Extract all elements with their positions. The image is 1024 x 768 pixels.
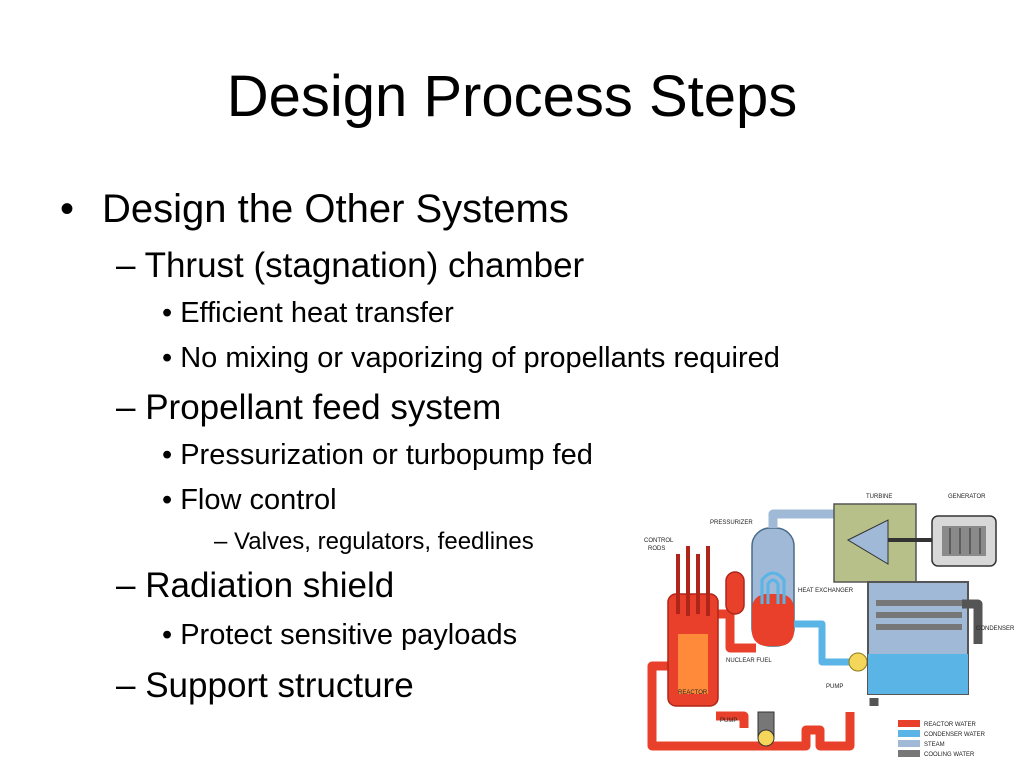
legend-label-condenser-water: CONDENSER WATER: [924, 732, 986, 738]
heat-exchanger: [751, 527, 795, 647]
bullet-design-other-systems: Design the Other Systems: [102, 187, 569, 231]
legend-swatch-steam: [898, 740, 920, 747]
sub-bullet-label: Thrust (stagnation) chamber: [144, 246, 585, 285]
bullet-level1: •: [60, 186, 74, 232]
bullet-dash: –: [116, 388, 136, 427]
label-pump-secondary: PUMP: [826, 684, 843, 690]
sub-bullet-radiation-shield: – Radiation shield: [116, 566, 394, 606]
cooling-water-line: [869, 599, 983, 706]
sub-sub-bullet-label: Flow control: [180, 484, 337, 516]
sub-sub-bullet-label: Pressurization or turbopump fed: [180, 439, 593, 471]
pressurizer: [725, 571, 745, 615]
legend-label-cooling-water: COOLING WATER: [924, 752, 975, 758]
label-control-rods-2: RODS: [648, 546, 665, 552]
label-generator: GENERATOR: [948, 494, 986, 500]
sub-bullet-thrust-chamber: – Thrust (stagnation) chamber: [116, 246, 584, 286]
turbine: [833, 503, 932, 583]
legend-label-reactor-water: REACTOR WATER: [924, 722, 977, 728]
sub-sub-bullet-label: No mixing or vaporizing of propellants r…: [180, 342, 780, 374]
nuclear-reactor-diagram: TURBINE GENERATOR PRESSURIZER CONTROL RO…: [644, 494, 1015, 758]
label-pressurizer: PRESSURIZER: [710, 520, 753, 526]
legend-swatch-reactor-water: [898, 720, 920, 727]
sub-bullet-label: Support structure: [145, 666, 414, 705]
bullet-dot: •: [162, 439, 173, 471]
primary-pump: [757, 711, 775, 747]
legend-swatch-condenser-water: [898, 730, 920, 737]
label-nuclear-fuel: NUCLEAR FUEL: [726, 658, 772, 664]
bullet-dot: •: [162, 342, 173, 374]
bullet-dot: •: [162, 297, 173, 329]
sub-bullet-label: Propellant feed system: [145, 388, 502, 427]
label-reactor: REACTOR: [678, 690, 708, 696]
reactor-vessel: [667, 546, 719, 707]
label-heat-exchanger: HEAT EXCHANGER: [798, 588, 854, 594]
secondary-pump: [848, 652, 868, 672]
sub-bullet-label: Radiation shield: [145, 566, 395, 605]
legend-swatch-cooling-water: [898, 750, 920, 757]
sub-bullet-feed-system: – Propellant feed system: [116, 388, 501, 428]
sub-sub-bullet-pressurization: • Pressurization or turbopump fed: [162, 438, 593, 472]
sub-sub-bullet-heat-transfer: • Efficient heat transfer: [162, 296, 454, 330]
diagram-legend: REACTOR WATER CONDENSER WATER STEAM COOL…: [898, 720, 986, 758]
generator: [931, 515, 997, 567]
bullet-dot: •: [162, 484, 173, 516]
bullet-dash: –: [116, 666, 136, 705]
sub-sub-bullet-flow-control: • Flow control: [162, 483, 337, 517]
level4-bullet-valves: – Valves, regulators, feedlines: [214, 528, 534, 556]
bullet-dash: –: [116, 566, 136, 605]
bullet-dot: •: [162, 619, 173, 651]
label-pump-primary: PUMP: [720, 718, 737, 724]
sub-sub-bullet-label: Efficient heat transfer: [180, 297, 454, 329]
label-control-rods-1: CONTROL: [644, 538, 674, 544]
slide-title: Design Process Steps: [226, 64, 798, 129]
bullet-dash: –: [214, 528, 228, 555]
diagram-labels: TURBINE GENERATOR PRESSURIZER CONTROL RO…: [644, 494, 1015, 724]
label-turbine: TURBINE: [866, 494, 892, 500]
sub-bullet-support-structure: – Support structure: [116, 666, 414, 706]
sub-sub-bullet-no-mixing: • No mixing or vaporizing of propellants…: [162, 341, 780, 375]
label-condenser: CONDENSER: [976, 626, 1015, 632]
legend-label-steam: STEAM: [924, 742, 945, 748]
sub-sub-bullet-protect-payloads: • Protect sensitive payloads: [162, 618, 517, 652]
bullet-dash: –: [116, 246, 136, 285]
bullet-dot: •: [60, 187, 75, 231]
sub-sub-bullet-label: Protect sensitive payloads: [180, 619, 518, 651]
level4-bullet-label: Valves, regulators, feedlines: [234, 528, 534, 555]
condenser: [867, 581, 969, 695]
